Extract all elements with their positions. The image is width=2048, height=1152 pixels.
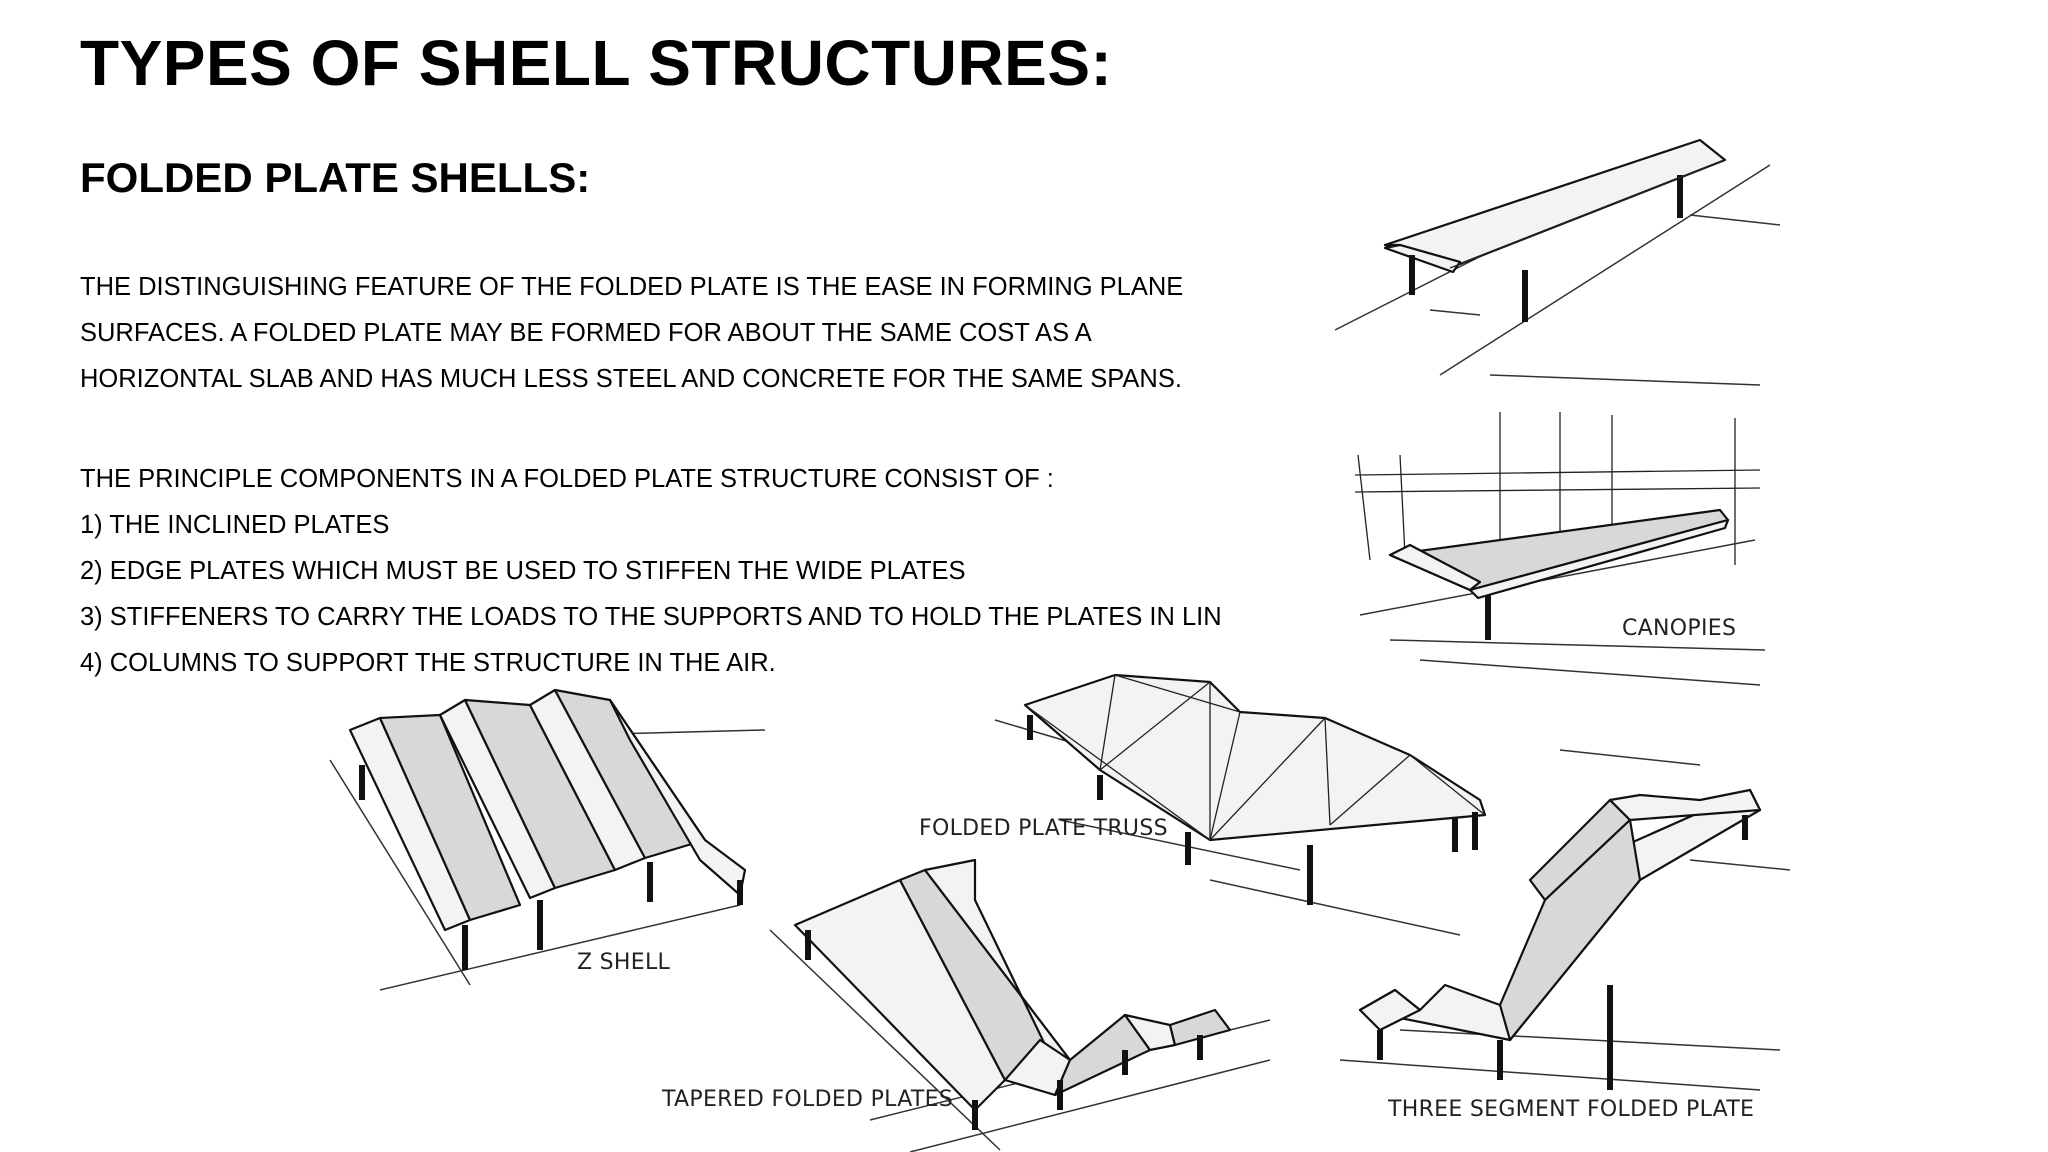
caption-folded-plate-truss: FOLDED PLATE TRUSS	[919, 816, 1168, 841]
description-line: HORIZONTAL SLAB AND HAS MUCH LESS STEEL …	[80, 365, 1182, 393]
section-heading: FOLDED PLATE SHELLS:	[80, 154, 591, 201]
description-line: SURFACES. A FOLDED PLATE MAY BE FORMED F…	[80, 319, 1092, 347]
components-list: THE PRINCIPLE COMPONENTS IN A FOLDED PLA…	[80, 456, 1222, 686]
caption-three-segment-folded-plate: THREE SEGMENT FOLDED PLATE	[1388, 1097, 1755, 1122]
slide-title: TYPES OF SHELL STRUCTURES:	[80, 27, 1113, 99]
z-shell-sketch	[329, 688, 766, 991]
component-item: 4) COLUMNS TO SUPPORT THE STRUCTURE IN T…	[80, 649, 776, 677]
canopies-sketch	[1354, 412, 1766, 686]
caption-z-shell: Z SHELL	[577, 950, 671, 975]
caption-canopies: CANOPIES	[1622, 616, 1737, 641]
tapered-folded-plates-sketch	[769, 858, 1271, 1152]
component-item: 2) EDGE PLATES WHICH MUST BE USED TO STI…	[80, 557, 966, 585]
component-item: 3) STIFFENERS TO CARRY THE LOADS TO THE …	[80, 603, 1222, 631]
folded-plate-truss-sketch	[994, 673, 1487, 936]
components-intro: THE PRINCIPLE COMPONENTS IN A FOLDED PLA…	[80, 465, 1054, 493]
description-line: THE DISTINGUISHING FEATURE OF THE FOLDED…	[80, 273, 1184, 301]
description-paragraph: THE DISTINGUISHING FEATURE OF THE FOLDED…	[80, 264, 1183, 402]
gable-folded-plate-sketch	[1334, 138, 1781, 386]
three-segment-folded-plate-sketch	[1339, 749, 1791, 1091]
caption-tapered-folded-plates: TAPERED FOLDED PLATES	[662, 1087, 954, 1112]
component-item: 1) THE INCLINED PLATES	[80, 511, 390, 539]
